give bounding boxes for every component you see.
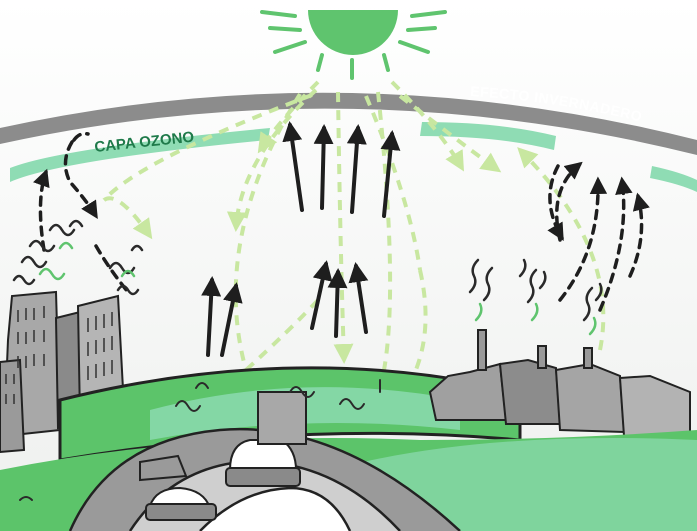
greenhouse-effect-diagram: CAPA OZONO EFECTO INVERNADERO [0, 0, 697, 531]
